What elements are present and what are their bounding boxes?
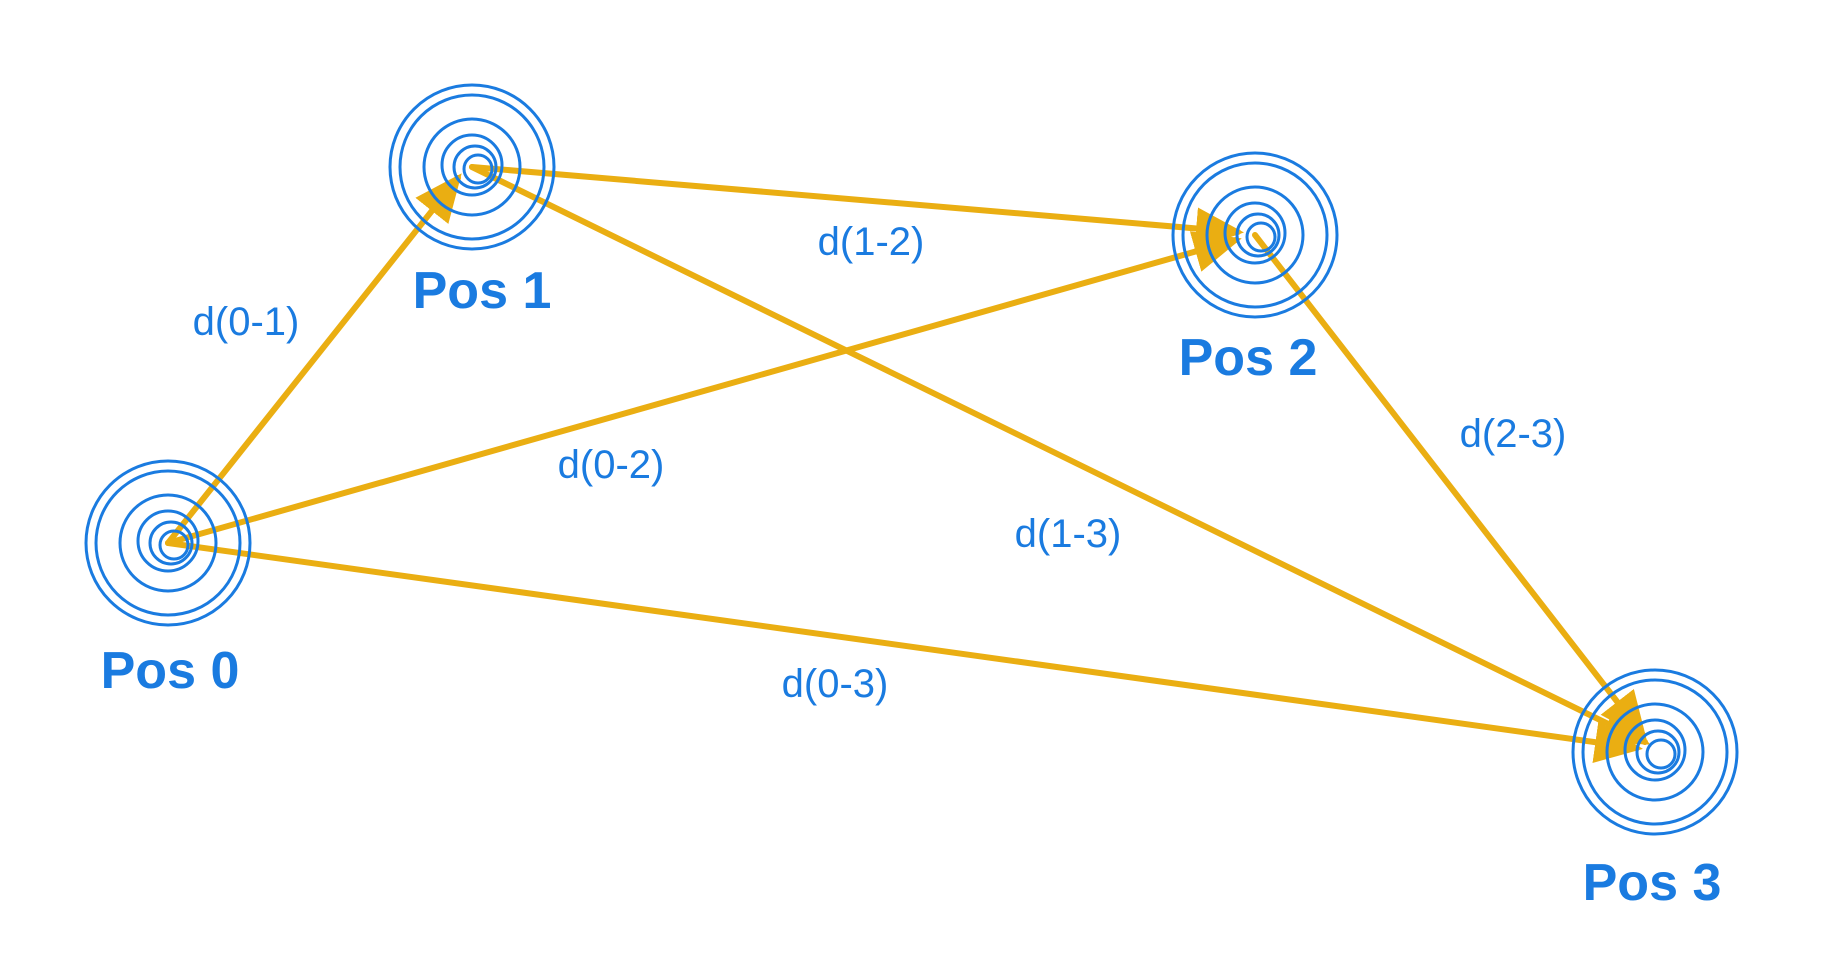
node-pos0-ring-1	[94, 469, 242, 617]
node-pos2-ring-0	[1171, 151, 1339, 319]
node-pos3-target-icon	[1571, 668, 1739, 836]
edges-layer	[165, 164, 1651, 763]
node-labels-layer: Pos 0 Pos 1 Pos 2 Pos 3	[101, 262, 1722, 912]
node-pos1-ring-2	[422, 117, 522, 217]
node-label-pos1: Pos 1	[413, 262, 552, 320]
node-pos0-ring-3	[136, 509, 200, 573]
nodes-layer	[84, 83, 1739, 836]
edge-e03-arrow	[165, 540, 1643, 763]
node-pos1-ring-5	[462, 153, 494, 185]
edge-e12-arrow	[469, 164, 1244, 250]
node-pos0-ring-2	[118, 493, 218, 593]
edge-e01-arrow	[165, 173, 462, 546]
edge-label-e23: d(2-3)	[1460, 412, 1567, 456]
node-pos1-ring-4	[452, 144, 498, 190]
edge-label-e12: d(1-2)	[818, 220, 925, 264]
node-pos2-ring-1	[1181, 161, 1329, 309]
node-pos3-ring-2	[1605, 702, 1705, 802]
edge-label-e13: d(1-3)	[1015, 512, 1122, 556]
node-pos3-ring-3	[1623, 718, 1687, 782]
node-pos3-ring-1	[1581, 678, 1729, 826]
node-pos3-ring-0	[1571, 668, 1739, 836]
node-pos3-ring-4	[1635, 729, 1681, 775]
node-pos0-target-icon	[84, 459, 252, 627]
edge-e23-arrow	[1252, 232, 1647, 740]
node-pos2-ring-2	[1205, 185, 1305, 285]
edge-label-e01: d(0-1)	[193, 300, 300, 344]
node-label-pos2: Pos 2	[1179, 329, 1318, 387]
node-pos1-ring-3	[440, 133, 504, 197]
node-pos1-ring-0	[388, 83, 556, 251]
edge-label-e03: d(0-3)	[782, 662, 889, 706]
edge-labels-layer: d(0-1) d(1-2) d(0-2) d(1-3) d(2-3) d(0-3)	[193, 220, 1567, 706]
node-pos2-ring-4	[1235, 212, 1281, 258]
edge-e02-arrow	[165, 231, 1242, 546]
node-pos1-ring-1	[398, 93, 546, 241]
node-pos2-ring-5	[1245, 221, 1277, 253]
node-pos0-ring-4	[148, 520, 194, 566]
node-label-pos3: Pos 3	[1583, 854, 1722, 912]
node-pos0-ring-5	[158, 529, 190, 561]
node-pos1-target-icon	[388, 83, 556, 251]
node-label-pos0: Pos 0	[101, 642, 240, 700]
node-pos3-ring-5	[1645, 738, 1677, 770]
node-pos0-ring-0	[84, 459, 252, 627]
node-pos2-target-icon	[1171, 151, 1339, 319]
edge-e13-arrow	[469, 164, 1651, 745]
node-pos2-ring-3	[1223, 201, 1287, 265]
edge-label-e02: d(0-2)	[558, 443, 665, 487]
